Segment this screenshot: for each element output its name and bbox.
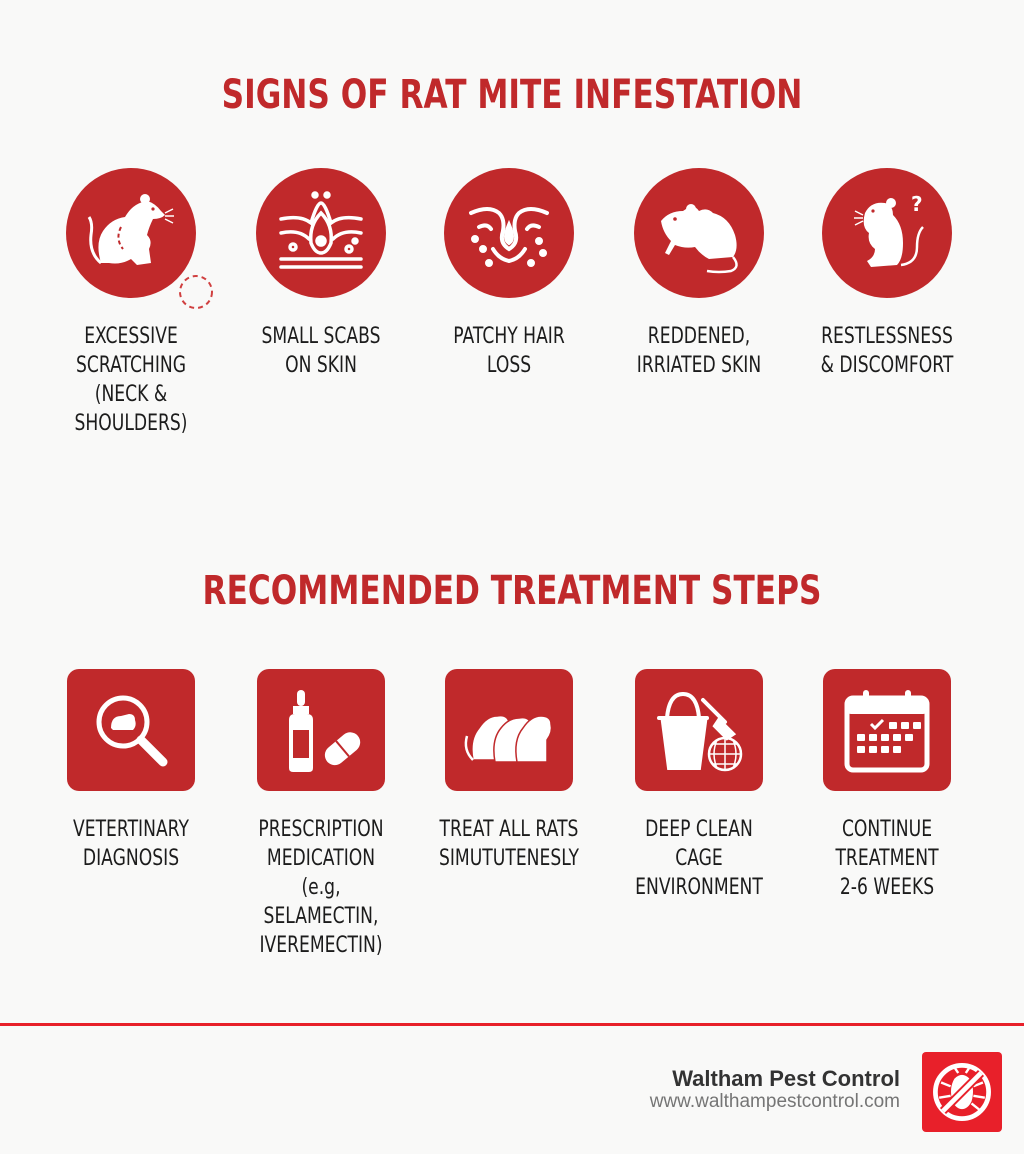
step-item-continue-treatment: CONTINUE TREATMENT 2-6 WEEKS <box>792 669 982 902</box>
magnifier-rat-icon <box>67 669 195 791</box>
sign-item-hair-loss: PATCHY HAIR LOSS <box>414 168 604 380</box>
step-label: TREAT ALL RATS SIMUTUTENESLY <box>438 817 580 871</box>
footer-divider <box>0 1023 1024 1026</box>
treatment-section-title: RECOMMENDED TREATMENT STEPS <box>202 568 822 614</box>
sign-item-irritated-skin: REDDENED, IRRIATED SKIN <box>604 168 794 380</box>
sign-label: REDDENED, IRRIATED SKIN <box>636 324 762 378</box>
step-item-treat-all: TREAT ALL RATS SIMUTUTENESLY <box>414 669 604 873</box>
step-label: PRESCRIPTION MEDICATION (e.g, SELAMECTIN… <box>258 817 384 958</box>
calendar-icon <box>823 669 951 791</box>
no-bug-logo-icon <box>922 1052 1002 1132</box>
step-item-medication: PRESCRIPTION MEDICATION (e.g, SELAMECTIN… <box>226 669 416 960</box>
step-label: CONTINUE TREATMENT 2-6 WEEKS <box>835 817 939 900</box>
company-url[interactable]: www.walthampestcontrol.com <box>649 1091 900 1112</box>
bucket-brush-icon <box>635 669 763 791</box>
medicine-bottle-pill-icon <box>257 669 385 791</box>
sign-label: EXCESSIVE SCRATCHING (NECK & SHOULDERS) <box>74 324 188 436</box>
hair-follicle-icon <box>444 168 574 298</box>
signs-section-title: SIGNS OF RAT MITE INFESTATION <box>221 72 803 118</box>
sign-item-scabs: SMALL SCABS ON SKIN <box>226 168 416 380</box>
step-label: DEEP CLEAN CAGE ENVIRONMENT <box>635 817 763 900</box>
skin-scabs-icon <box>256 168 386 298</box>
scratching-rat-icon <box>66 168 213 309</box>
svg-text:?: ? <box>911 192 923 216</box>
sign-label: RESTLESSNESS & DISCOMFORT <box>820 324 954 378</box>
sign-label: PATCHY HAIR LOSS <box>453 324 565 378</box>
irritated-rat-icon <box>634 168 764 298</box>
three-rats-icon <box>445 669 573 791</box>
step-label: VETERTINARY DIAGNOSIS <box>72 817 190 871</box>
sign-label: SMALL SCABS ON SKIN <box>261 324 381 378</box>
step-item-diagnosis: VETERTINARY DIAGNOSIS <box>36 669 226 873</box>
sign-item-scratching: EXCESSIVE SCRATCHING (NECK & SHOULDERS) <box>36 168 226 438</box>
sign-item-restlessness: ? RESTLESSNESS & DISCOMFORT <box>792 168 982 380</box>
confused-rat-icon: ? <box>822 168 952 298</box>
step-item-deep-clean: DEEP CLEAN CAGE ENVIRONMENT <box>604 669 794 902</box>
company-name: Waltham Pest Control <box>672 1066 900 1091</box>
